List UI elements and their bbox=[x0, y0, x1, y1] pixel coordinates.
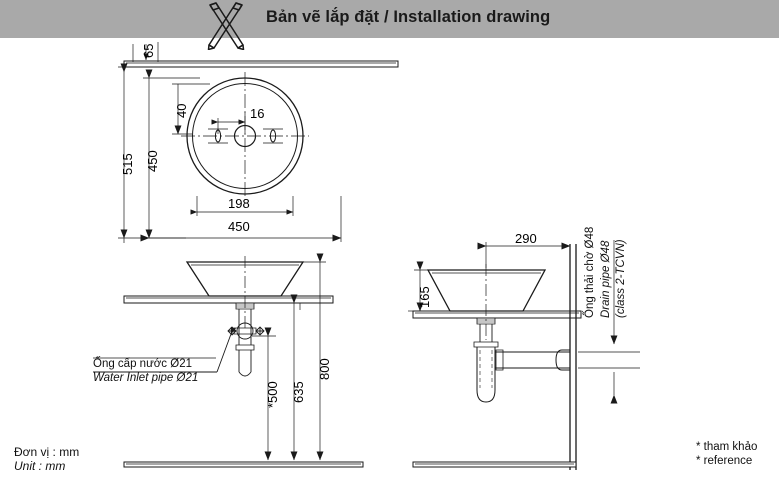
note-drain-pipe-vietnamese: Ống thải chờ Ø48 bbox=[584, 226, 596, 318]
dimension-label-front-635: 635 bbox=[291, 381, 306, 403]
note-reference-vietnamese: * tham khảo bbox=[696, 441, 758, 453]
dimension-label-plan-40: 40 bbox=[174, 103, 189, 118]
header-bar bbox=[0, 0, 779, 38]
dimension-label-plan-198: 198 bbox=[228, 196, 250, 211]
note-drain-pipe-english: Drain pipe Ø48 bbox=[600, 240, 612, 318]
side-elevation-floor bbox=[412, 461, 577, 468]
side-elevation-dimensions bbox=[408, 240, 640, 404]
dimension-label-plan-450-horizontal: 450 bbox=[228, 219, 250, 234]
note-unit-vietnamese: Đơn vị : mm bbox=[14, 445, 80, 459]
plan-view-geometry bbox=[123, 60, 399, 200]
note-unit-english: Unit : mm bbox=[14, 459, 66, 473]
dimension-label-side-165: 165 bbox=[417, 286, 432, 308]
dimension-label-front-500: *500 bbox=[265, 381, 280, 408]
dimension-label-plan-16: 16 bbox=[250, 106, 265, 121]
front-elevation-geometry bbox=[93, 256, 364, 468]
note-reference-english: * reference bbox=[696, 455, 753, 467]
note-water-inlet-english: Water Inlet pipe Ø21 bbox=[93, 372, 199, 384]
dimension-label-plan-65: 65 bbox=[141, 43, 156, 58]
dimension-label-plan-515: 515 bbox=[120, 153, 135, 175]
note-water-inlet-vietnamese: Ống cấp nước Ø21 bbox=[93, 358, 192, 370]
page-title: Bản vẽ lắp đặt / Installation drawing bbox=[266, 8, 551, 26]
front-elevation-dimensions bbox=[252, 253, 326, 461]
crossed-pencils-icon bbox=[207, 2, 245, 50]
dimension-label-front-800: 800 bbox=[317, 358, 332, 380]
dimension-label-side-290: 290 bbox=[515, 231, 537, 246]
note-drain-pipe-class: (class 2-TCVN) bbox=[615, 239, 627, 318]
dimension-label-plan-450-vertical: 450 bbox=[145, 150, 160, 172]
side-elevation-geometry bbox=[412, 244, 582, 470]
plan-view-dimensions bbox=[118, 42, 342, 243]
